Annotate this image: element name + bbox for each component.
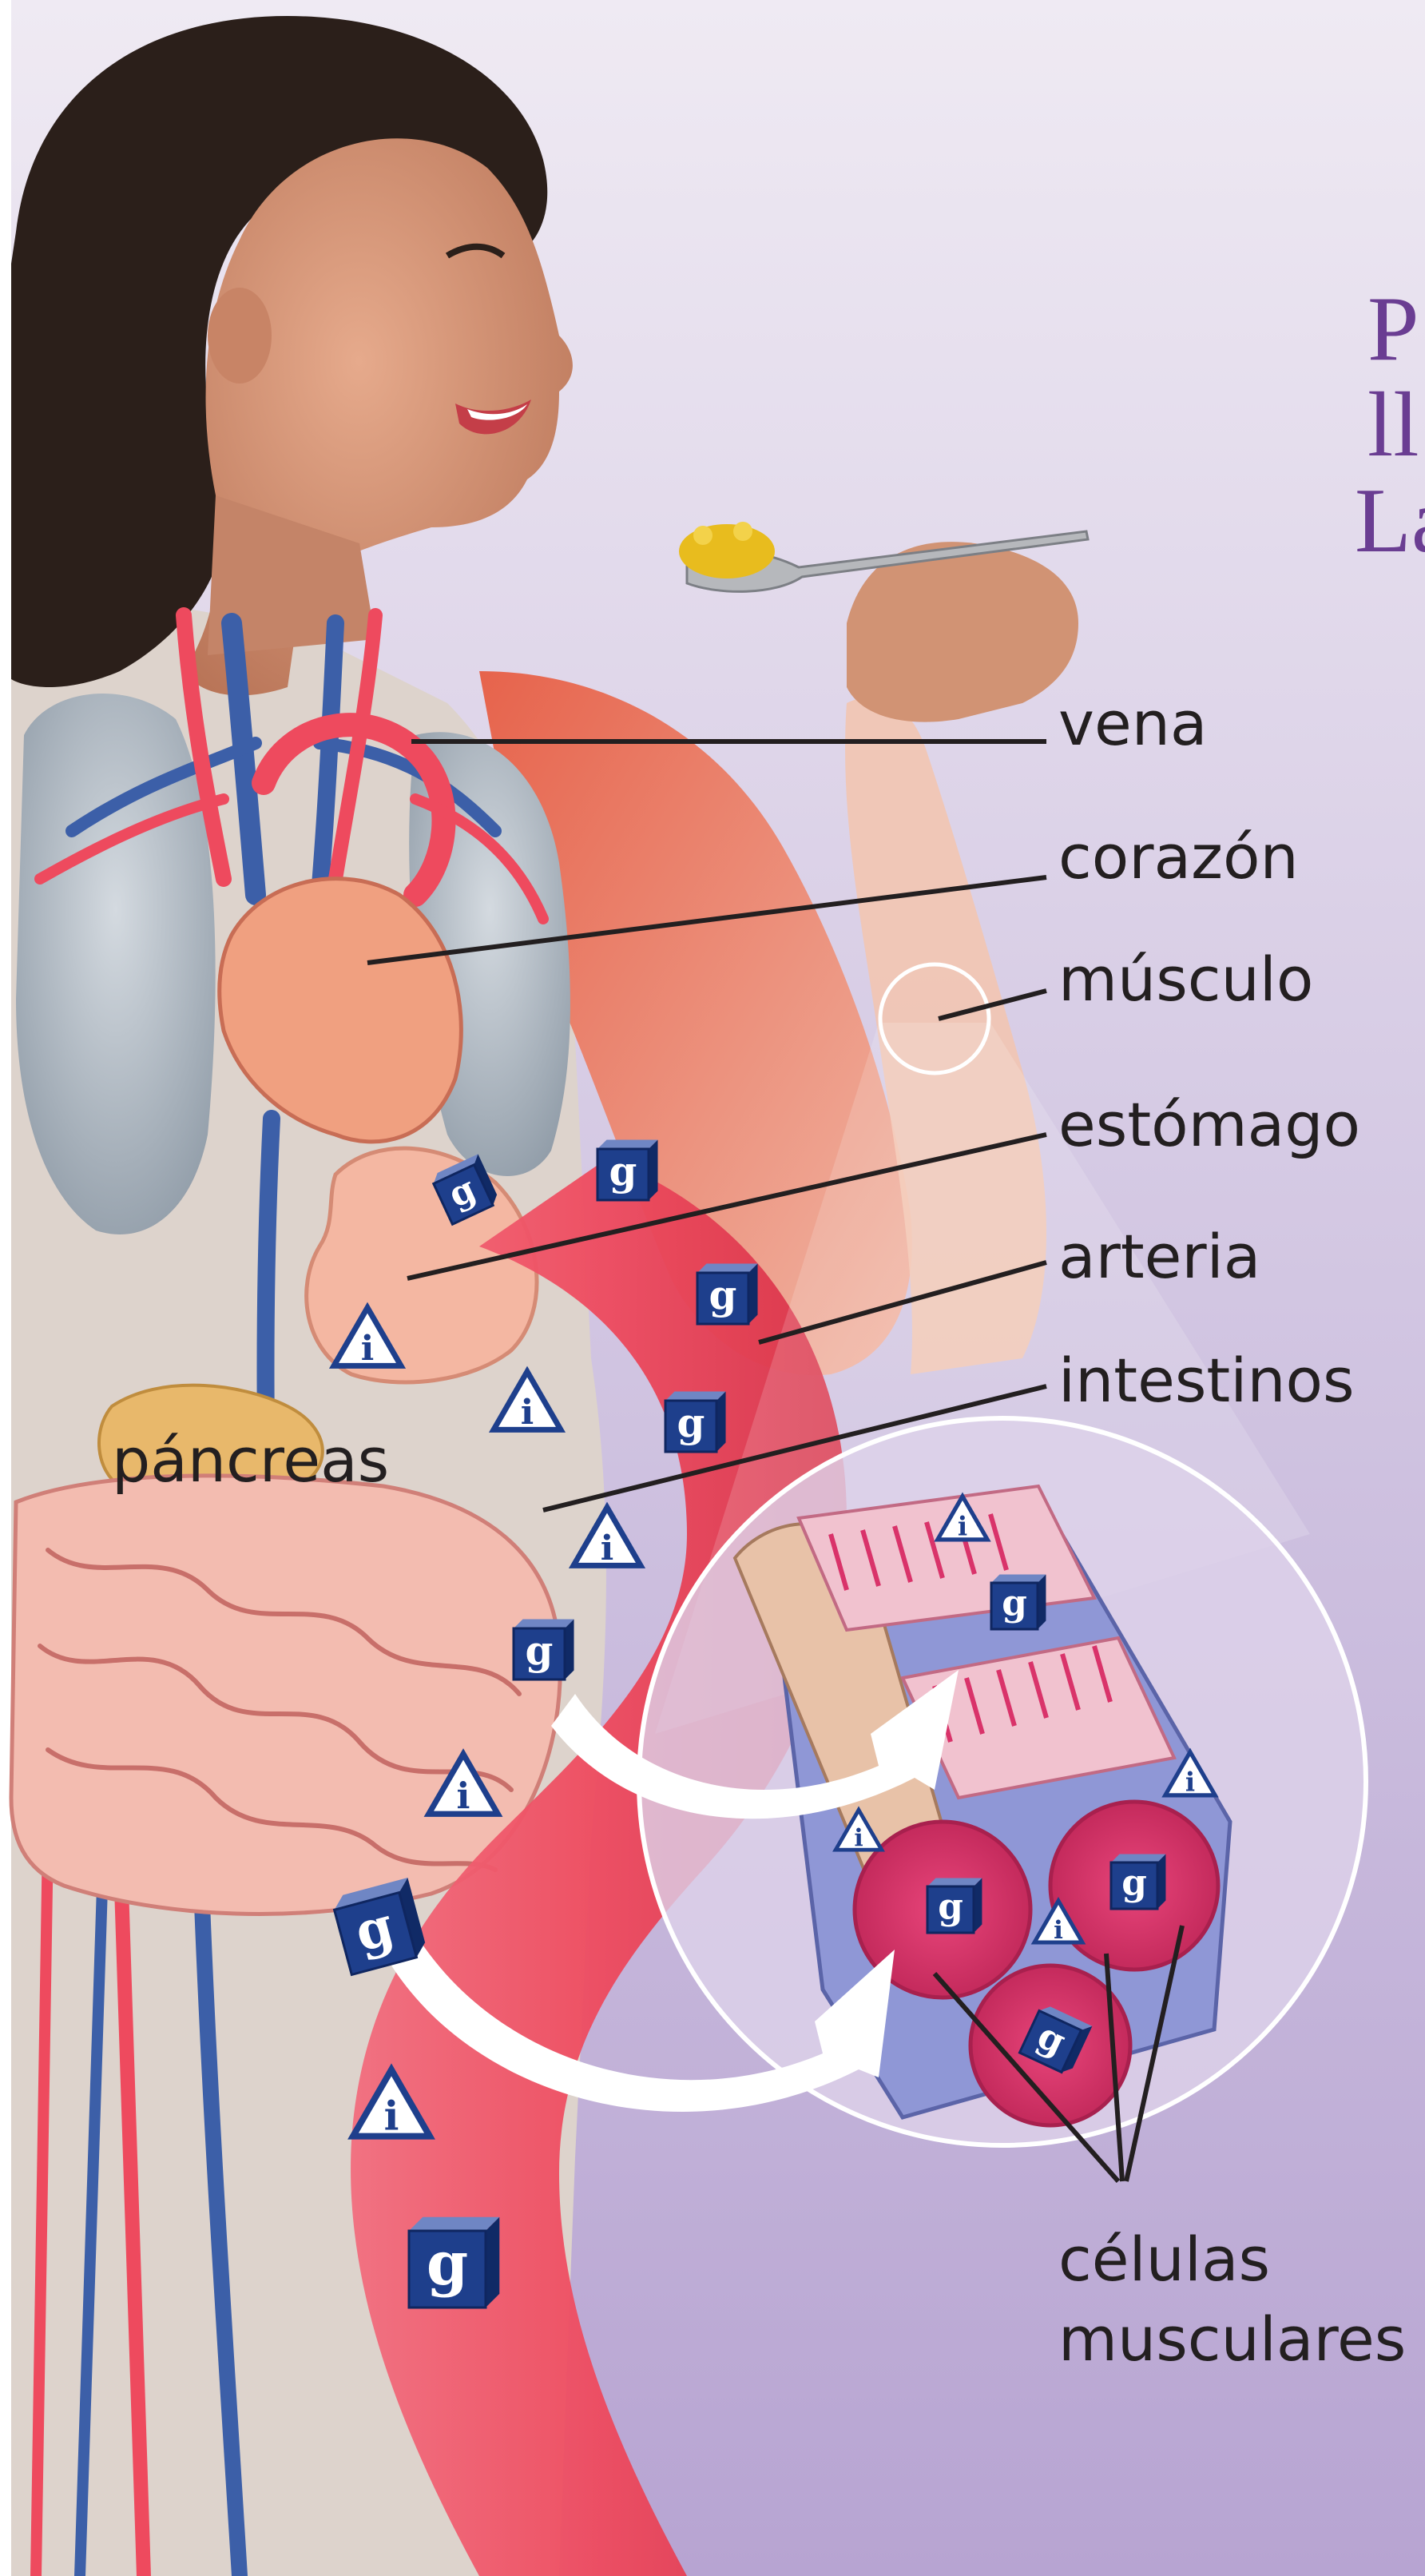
insulin-marker-letter: i (521, 1392, 534, 1433)
left-edge-strip (0, 0, 11, 2576)
glucose-marker: g (991, 1575, 1046, 1629)
glucose-marker-letter: g (526, 1627, 554, 1674)
insulin-marker-letter: i (601, 1528, 613, 1568)
glucose-marker-letter: g (427, 2228, 468, 2299)
ear (208, 288, 272, 384)
food-grain (733, 522, 752, 541)
insulin-marker-letter: i (361, 1328, 374, 1369)
glucose-marker: g (409, 2217, 499, 2308)
glucose-marker: g (514, 1619, 574, 1680)
glucose-marker: g (927, 1878, 982, 1933)
glucose-marker-letter: g (677, 1399, 705, 1446)
glucose-marker: g (597, 1139, 658, 1200)
glucose-marker-letter: g (609, 1147, 637, 1195)
edge-title-fragment-2: ll (1367, 376, 1419, 475)
label-vena: vena (1058, 694, 1207, 754)
edge-title-fragment-1: P (1367, 280, 1419, 380)
label-musculo: músculo (1058, 949, 1313, 1010)
insulin-marker-letter: i (958, 1512, 967, 1542)
label-intestinos: intestinos (1058, 1350, 1355, 1411)
label-arteria: arteria (1058, 1226, 1260, 1287)
insulin-marker-letter: i (1054, 1916, 1063, 1945)
edge-title-fragment-3: La (1355, 471, 1425, 571)
intestines (11, 1476, 560, 1914)
glucose-marker: g (1111, 1854, 1165, 1909)
food-grain (693, 526, 712, 545)
insulin-marker-letter: i (854, 1824, 863, 1852)
food-on-spoon (679, 524, 775, 578)
label-corazon: corazón (1058, 827, 1299, 888)
label-celulas-line1: células (1058, 2229, 1270, 2290)
glucose-marker-letter: g (1002, 1582, 1027, 1624)
label-pancreas: páncreas (112, 1430, 389, 1491)
glucose-marker-letter: g (938, 1886, 963, 1928)
insulin-marker-letter: i (457, 1775, 470, 1817)
insulin-marker-letter: i (1185, 1767, 1195, 1798)
glucose-marker-letter: g (709, 1271, 737, 1318)
insulin-marker-letter: i (384, 2093, 399, 2140)
glucose-marker: g (665, 1391, 726, 1452)
label-estomago: estómago (1058, 1095, 1360, 1155)
glucose-marker: g (697, 1263, 758, 1324)
glucose-marker-letter: g (1121, 1862, 1147, 1904)
label-celulas-line2: musculares (1058, 2309, 1406, 2370)
